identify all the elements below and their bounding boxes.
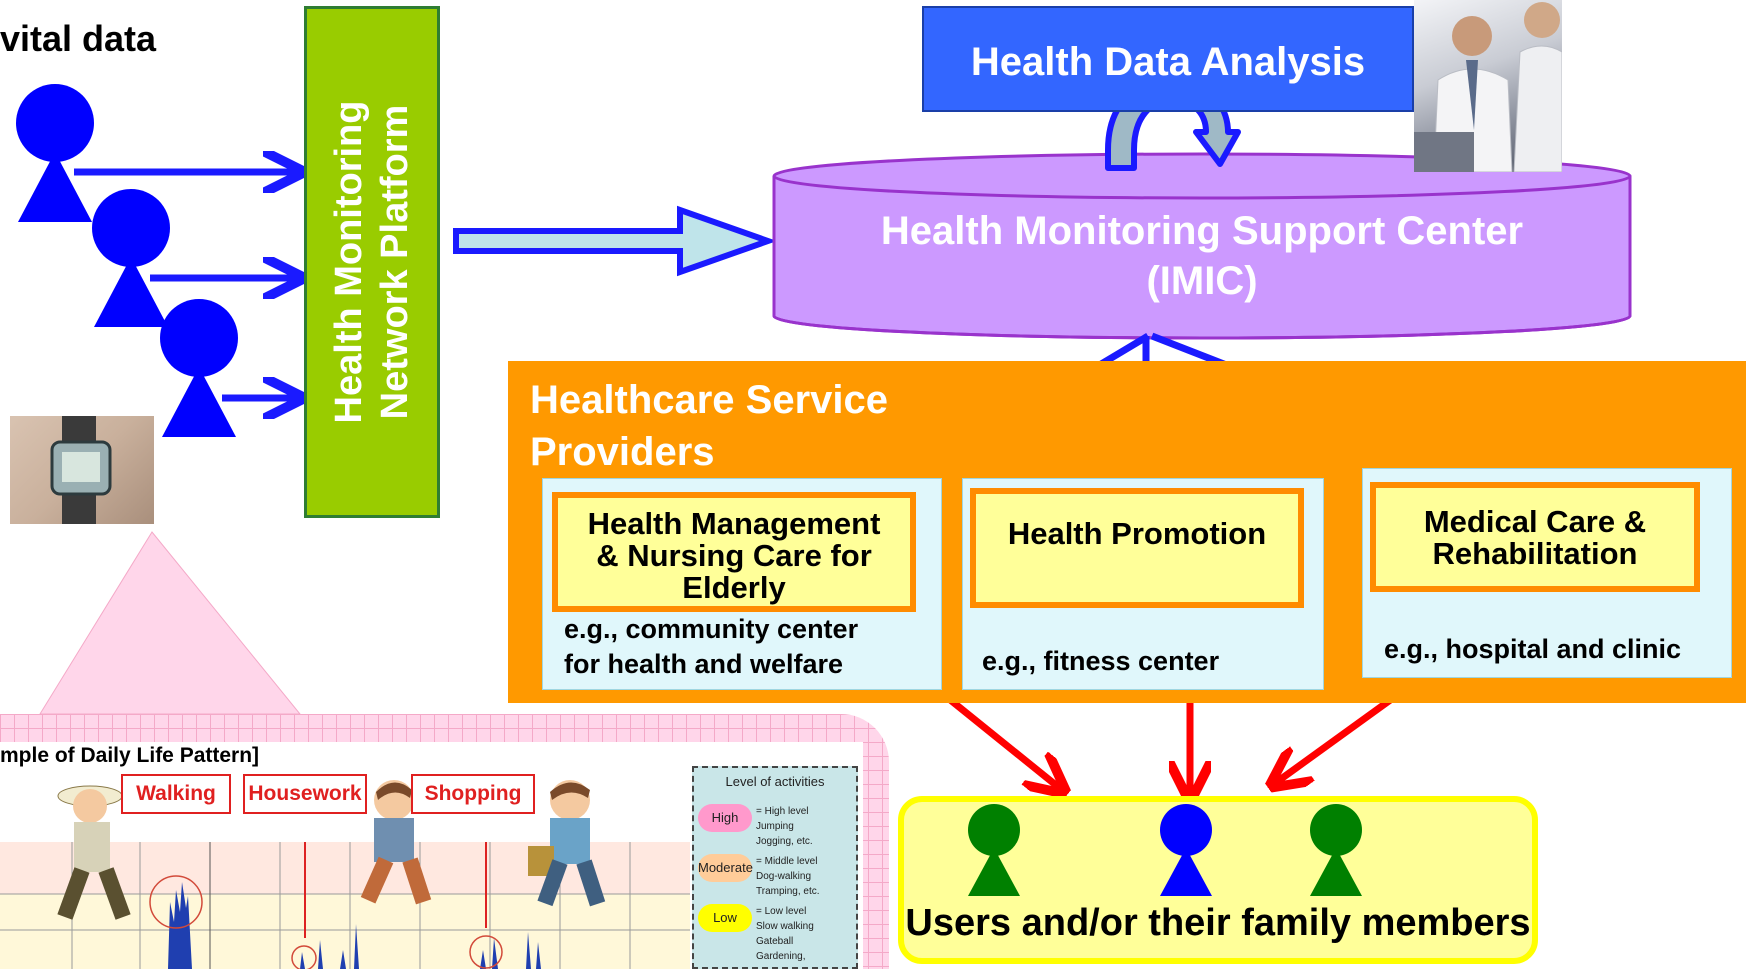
doctors-photo [1414, 0, 1563, 173]
legend-desc-low-line3: Gateball [756, 936, 794, 947]
activity-spike-walking [168, 882, 192, 969]
legend-pill-high: High [698, 804, 752, 832]
service-example-medical-care-line1: e.g., hospital and clinic [1384, 634, 1682, 664]
support-center-line2: (IMIC) [1146, 259, 1258, 303]
arrow-elderly-care-to-users [935, 687, 1062, 790]
service-title-elderly-care-line2: & Nursing Care for [596, 538, 872, 573]
user-person-icon-green-2 [1310, 804, 1362, 896]
service-title-health-promotion: Health Promotion [970, 488, 1304, 608]
service-title-elderly-care-line1: Health Management [587, 506, 881, 541]
service-example-elderly-care: e.g., community center for health and we… [564, 612, 858, 682]
platform-label-line2: Network Platform [374, 104, 416, 420]
users-label: Users and/or their family members [905, 902, 1531, 944]
vital-data-title: vital data [0, 18, 157, 59]
activity-label-shopping: Shopping [411, 774, 535, 814]
health-monitoring-network-platform: Health Monitoring Network Platform [304, 6, 440, 518]
service-example-health-promotion: e.g., fitness center [982, 644, 1219, 679]
person-icon-1 [16, 84, 94, 222]
service-example-elderly-care-line2: for health and welfare [564, 649, 844, 679]
service-example-medical-care: e.g., hospital and clinic [1384, 632, 1681, 667]
walking-figure-illustration [57, 785, 131, 920]
providers-title: Healthcare Service Providers [530, 374, 888, 478]
service-title-medical-care-line1: Medical Care & [1423, 504, 1647, 539]
service-title-health-promotion-line1: Health Promotion [1007, 516, 1267, 551]
service-example-elderly-care-line1: e.g., community center [564, 614, 859, 644]
legend-desc-high-line3: Jogging, etc. [756, 836, 813, 847]
legend-desc-moderate-line3: Tramping, etc. [756, 886, 820, 897]
providers-title-line1: Healthcare Service [530, 378, 889, 422]
legend-desc-low-line2: Slow walking [756, 921, 814, 932]
legend-desc-low-line1: = Low level [756, 906, 807, 917]
legend-desc-low: = Low level Slow walking Gateball Garden… [756, 904, 814, 964]
legend-desc-high-line1: = High level [756, 806, 809, 817]
shopping-figure-illustration [528, 780, 606, 907]
legend-desc-low-line4: Gardening, [756, 951, 806, 962]
legend-desc-moderate-line2: Dog-walking [756, 871, 812, 882]
support-center-cylinder [772, 152, 1632, 340]
daily-life-title: mple of Daily Life Pattern] [0, 744, 260, 767]
service-title-medical-care-line2: Rehabilitation [1432, 536, 1638, 571]
activity-level-legend: Level of activities High = High level Ju… [692, 766, 858, 969]
user-person-icon-green-1 [968, 804, 1020, 896]
doctor-icon [1414, 2, 1563, 173]
legend-pill-moderate: Moderate [698, 854, 753, 882]
service-title-elderly-care-line3: Elderly [682, 570, 786, 605]
user-person-icon-blue [1160, 804, 1212, 896]
health-data-analysis-box: Health Data Analysis [922, 6, 1414, 112]
users-icons [968, 804, 1362, 896]
watch-icon [50, 416, 112, 524]
service-example-health-promotion-line1: e.g., fitness center [982, 646, 1220, 676]
activity-label-housework: Housework [243, 774, 367, 814]
analysis-label: Health Data Analysis [970, 40, 1366, 84]
legend-desc-high: = High level Jumping Jogging, etc. [756, 804, 813, 849]
support-center-line1: Health Monitoring Support Center [880, 209, 1524, 253]
platform-label: Health Monitoring Network Platform [326, 101, 418, 424]
legend-pill-low: Low [698, 904, 752, 932]
legend-desc-moderate: = Middle level Dog-walking Tramping, etc… [756, 854, 820, 899]
legend-desc-moderate-line1: = Middle level [756, 856, 818, 867]
person-icon-3 [160, 299, 238, 437]
providers-title-line2: Providers [530, 430, 715, 474]
support-center-label: Health Monitoring Support Center (IMIC) [772, 206, 1632, 306]
daily-pattern-pointer [39, 531, 302, 715]
legend-title: Level of activities [725, 774, 825, 789]
arrow-platform-to-center [453, 205, 778, 277]
wearable-watch-photo [10, 416, 154, 524]
service-title-elderly-care: Health Management & Nursing Care for Eld… [552, 492, 916, 612]
activity-timeline [0, 842, 690, 969]
legend-desc-high-line2: Jumping [756, 821, 794, 832]
platform-label-line1: Health Monitoring [328, 100, 370, 424]
housework-figure-illustration [360, 780, 432, 905]
person-icon-2 [92, 189, 170, 327]
service-title-medical-care: Medical Care & Rehabilitation [1370, 482, 1700, 592]
activity-spike-shopping [480, 932, 541, 969]
activity-label-walking: Walking [121, 774, 231, 814]
